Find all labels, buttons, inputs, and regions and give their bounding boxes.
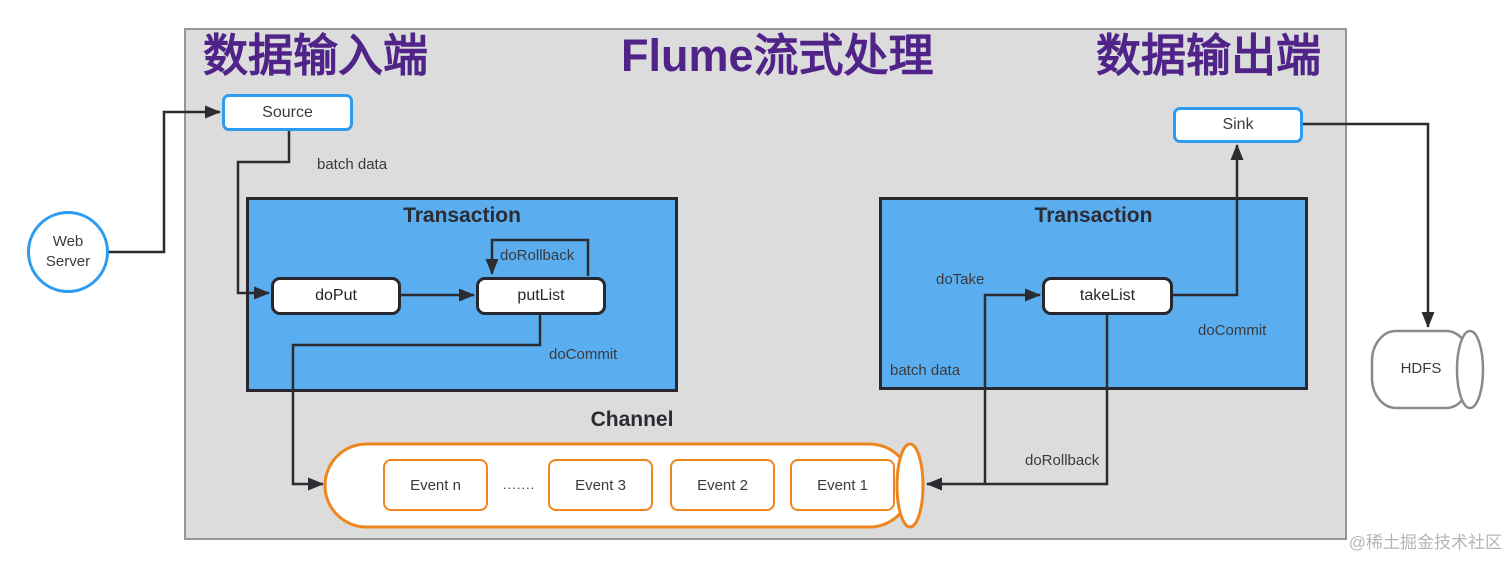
event-n-label: Event n [410, 476, 461, 494]
title-data-output: 数据输出端 [1096, 30, 1322, 81]
batch-data-right-label: batch data [890, 362, 961, 379]
title-flume-processing: Flume流式处理 [621, 30, 934, 81]
event-3-label: Event 3 [575, 476, 626, 494]
web-server-label: Web Server [45, 232, 91, 270]
dotake-label: doTake [936, 271, 985, 288]
batch-data-left-label: batch data [317, 156, 388, 173]
watermark: @稀土掘金技术社区 [1348, 533, 1502, 552]
docommit-right-label: doCommit [1198, 322, 1267, 339]
dorollback-right-label: doRollback [1025, 452, 1100, 469]
sink-node: Sink [1173, 107, 1303, 143]
takelist-label: takeList [1079, 287, 1136, 304]
hdfs-label: HDFS [1400, 360, 1442, 377]
transaction-right-title: Transaction [1034, 204, 1153, 227]
doput-node: doPut [271, 277, 401, 315]
dorollback-left-label: doRollback [500, 247, 575, 264]
putlist-label: putList [517, 287, 565, 304]
event-1-label: Event 1 [817, 476, 868, 494]
putlist-node: putList [476, 277, 606, 315]
event-1-box: Event 1 [790, 459, 895, 511]
docommit-left-label: doCommit [549, 346, 618, 363]
sink-label: Sink [1222, 116, 1254, 133]
source-node: Source [222, 94, 353, 131]
web-server-node: Web Server [27, 211, 109, 293]
channel-title: Channel [590, 408, 674, 431]
event-2-label: Event 2 [697, 476, 748, 494]
transaction-left-title: Transaction [403, 204, 521, 227]
events-ellipsis: ....... [503, 477, 536, 492]
event-3-box: Event 3 [548, 459, 653, 511]
source-label: Source [262, 103, 313, 121]
doput-label: doPut [315, 287, 357, 304]
event-2-box: Event 2 [670, 459, 775, 511]
title-data-input: 数据输入端 [203, 30, 429, 81]
takelist-node: takeList [1042, 277, 1173, 315]
event-n-box: Event n [383, 459, 488, 511]
